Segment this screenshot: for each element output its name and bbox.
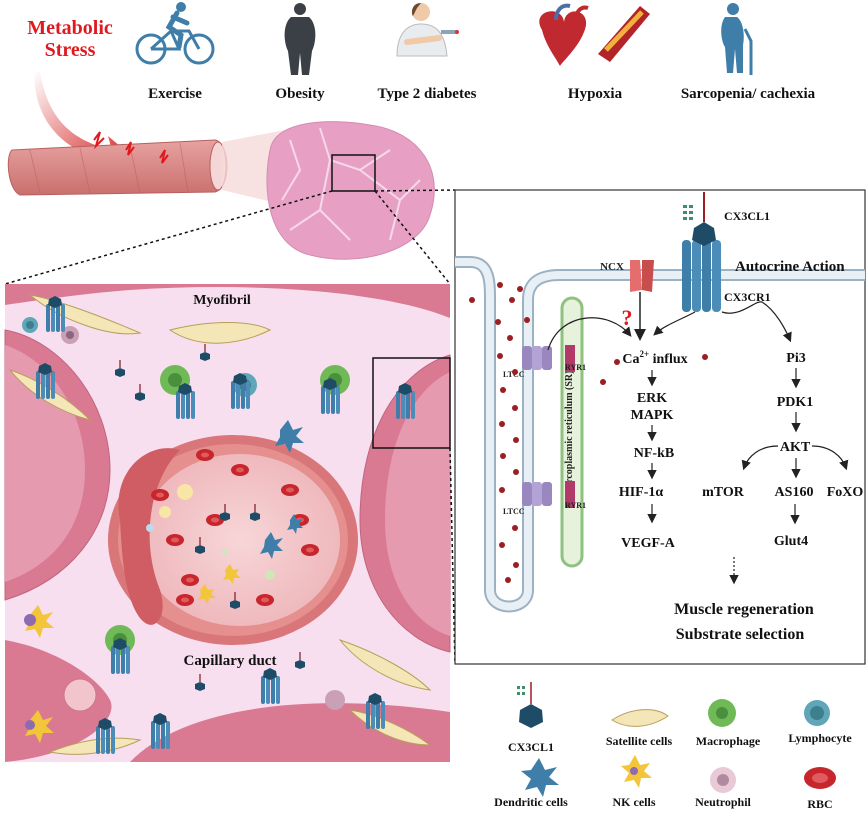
legend-neutrophil-icon — [710, 767, 736, 793]
ryr1-label-top: RYR1 — [565, 363, 586, 372]
ltcc-channel-top — [522, 345, 575, 372]
ltcc-channel-bottom — [522, 481, 575, 508]
ryr1-label-bottom: RYR1 — [565, 501, 586, 510]
pdk1-label: PDK1 — [777, 395, 814, 410]
stress-line-2: Stress — [45, 39, 96, 61]
outcome-muscle-regeneration: Muscle regeneration — [674, 601, 814, 618]
obese-person-icon — [284, 3, 316, 75]
erk-label: ERK — [637, 391, 667, 406]
zoom-line-left — [4, 190, 333, 285]
legend-dendritic-cells: Dendritic cells — [494, 795, 568, 809]
insulin-injection-icon — [396, 3, 459, 57]
legend-neutrophil: Neutrophil — [695, 795, 751, 809]
mtor-label: mTOR — [702, 485, 745, 500]
tissue-panel: Myofibril — [4, 284, 451, 762]
myofibril-label: Myofibril — [193, 293, 251, 308]
condition-exercise: Exercise — [148, 86, 202, 102]
ltcc-label-bottom: LTCC — [503, 507, 525, 516]
zoom-box — [331, 154, 376, 192]
legend-cx3cl1: CX3CL1 — [508, 740, 554, 754]
zoom-line-pathway-bottom — [449, 447, 456, 665]
legend-nk-cells: NK cells — [613, 795, 656, 809]
hif1a-label: HIF-1α — [619, 485, 664, 500]
metabolic-stress-title: Metabolic Stress — [27, 17, 113, 61]
cx3cr1-label: CX3CR1 — [724, 290, 771, 304]
legend-rbc: RBC — [807, 797, 832, 811]
foxo-label: FoXO — [827, 485, 864, 500]
legend-rbc-icon — [804, 767, 836, 789]
elderly-person-icon — [721, 3, 753, 75]
pathway-panel: Sarcoplasmic reticulum (SR) LTCC RYR1 LT… — [454, 189, 866, 665]
mapk-label: MAPK — [631, 408, 674, 423]
stress-line-1: Metabolic — [27, 17, 113, 39]
cyclist-icon — [135, 2, 215, 65]
legend-cx3cl1-icon — [517, 682, 543, 728]
zoom-line-right — [374, 190, 451, 285]
vegfa-label: VEGF-A — [621, 536, 676, 551]
cx3cl1-label: CX3CL1 — [724, 209, 770, 223]
ncx-label: NCX — [600, 261, 624, 273]
zoom-box-receptor — [372, 357, 451, 449]
ncx-channel — [630, 260, 654, 292]
muscle-cross-section — [266, 121, 435, 260]
ca-influx-label: Ca2+ influx — [622, 349, 687, 367]
condition-hypoxia: Hypoxia — [568, 86, 623, 102]
outcome-substrate-selection: Substrate selection — [676, 626, 805, 643]
zoom-line-pathway-top — [374, 189, 456, 192]
legend-macrophage-icon — [708, 699, 736, 727]
akt-label: AKT — [780, 440, 811, 455]
pi3-label: Pi3 — [786, 351, 805, 366]
legend-macrophage: Macrophage — [696, 734, 761, 748]
legend: CX3CL1 Satellite cells Macrophage Lympho… — [494, 682, 852, 811]
calcium-ions — [469, 282, 708, 583]
as160-label: AS160 — [775, 485, 814, 500]
legend-dendritic-icon — [521, 758, 559, 797]
legend-satellite-cells: Satellite cells — [606, 734, 673, 748]
legend-satellite-icon — [611, 709, 669, 727]
condition-obesity: Obesity — [275, 86, 325, 102]
heart-artery-icon — [539, 3, 650, 66]
autocrine-label: Autocrine Action — [735, 259, 845, 275]
legend-lymphocyte-icon — [804, 700, 830, 726]
condition-sarcopenia: Sarcopenia/ cachexia — [681, 86, 816, 102]
sr-label: Sarcoplasmic reticulum (SR) — [564, 371, 575, 494]
muscle-fiber — [7, 131, 228, 196]
nfkb-label: NF-kB — [634, 446, 674, 461]
question-mark: ? — [622, 305, 633, 330]
capillary-label: Capillary duct — [184, 653, 277, 669]
legend-lymphocyte: Lymphocyte — [788, 731, 852, 745]
cx3cr1-receptor — [682, 192, 721, 312]
capillary — [108, 435, 358, 645]
condition-type2-diabetes: Type 2 diabetes — [378, 86, 477, 102]
legend-nk-icon — [621, 755, 652, 788]
glut4-label: Glut4 — [774, 534, 808, 549]
condition-labels: Exercise Obesity Type 2 diabetes Hypoxia… — [148, 86, 816, 102]
